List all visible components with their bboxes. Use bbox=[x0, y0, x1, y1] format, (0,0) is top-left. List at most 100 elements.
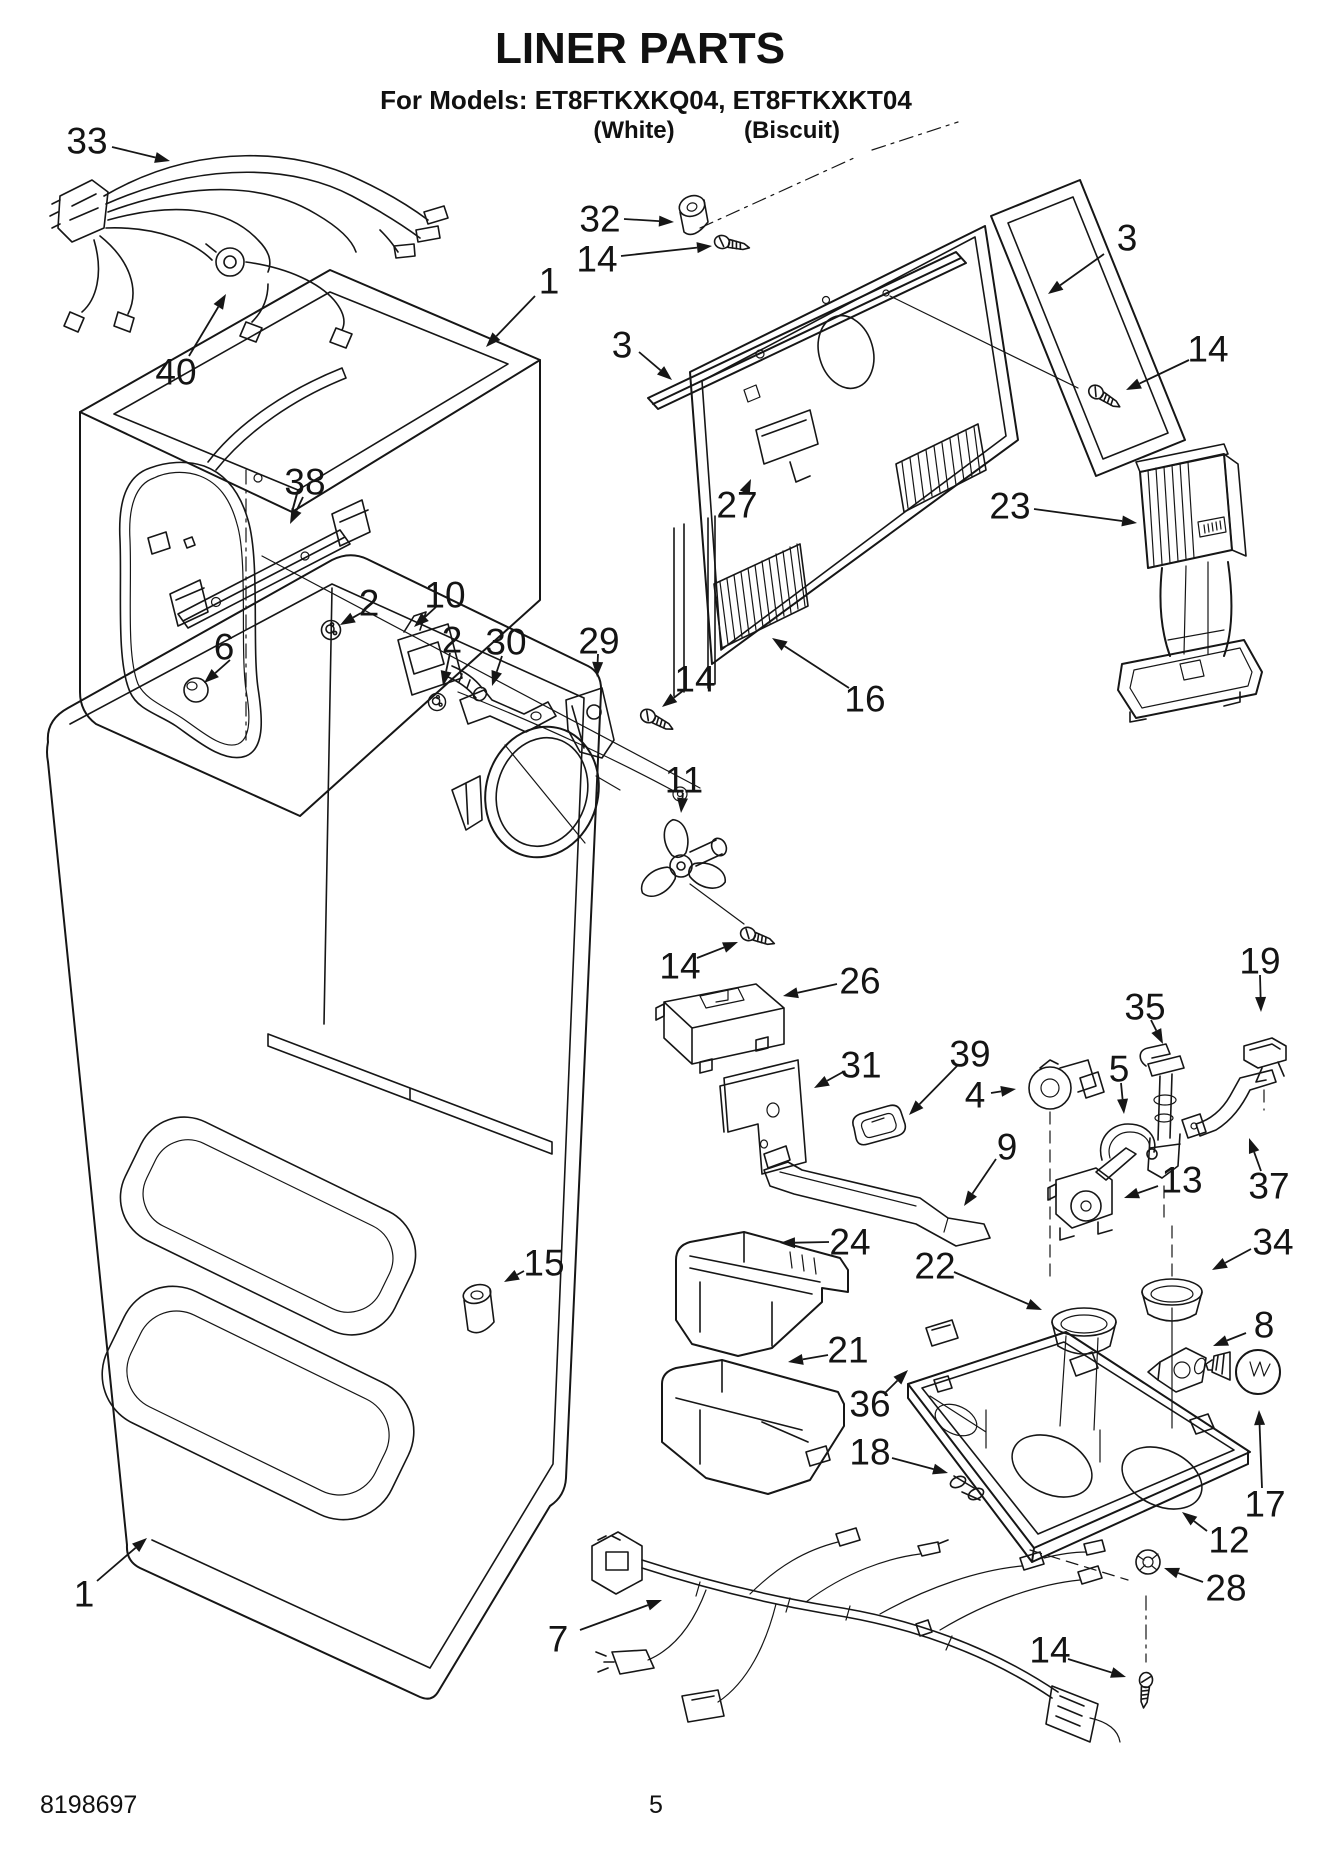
callout-arrowhead bbox=[340, 612, 356, 625]
callout-number-13: 13 bbox=[1161, 1160, 1202, 1201]
callout-leader bbox=[516, 1270, 525, 1276]
callout-number-24: 24 bbox=[829, 1222, 870, 1263]
callout-arrowhead bbox=[1026, 1299, 1042, 1310]
callout-leader bbox=[1120, 1082, 1124, 1100]
callout-number-18: 18 bbox=[849, 1432, 890, 1473]
callout-leader bbox=[188, 306, 220, 357]
callout-arrowhead bbox=[909, 1100, 924, 1115]
callout-leader bbox=[1033, 508, 1123, 522]
callout-leader bbox=[918, 1065, 958, 1105]
callout-leader bbox=[1259, 974, 1262, 998]
callout-leader bbox=[495, 655, 503, 673]
callout-arrowhead bbox=[788, 1353, 804, 1365]
callout-number-39: 39 bbox=[949, 1034, 990, 1075]
callout-arrowhead bbox=[504, 1269, 520, 1282]
callout-arrowhead bbox=[646, 1599, 662, 1611]
callout-number-2: 2 bbox=[359, 583, 380, 624]
freezer-liner-drawing bbox=[79, 269, 541, 817]
callout-number-12: 12 bbox=[1208, 1520, 1249, 1561]
callout-number-9: 9 bbox=[997, 1127, 1018, 1168]
callout-leader bbox=[214, 659, 231, 674]
callout-leader bbox=[990, 1090, 1002, 1094]
callout-arrowhead bbox=[1182, 1512, 1198, 1526]
callout-leader bbox=[802, 1354, 829, 1361]
callout-leader bbox=[424, 606, 437, 618]
callout-arrowhead bbox=[592, 661, 604, 677]
callout-arrowhead bbox=[964, 1190, 977, 1206]
callout-arrowhead bbox=[1121, 515, 1137, 527]
callout-arrowhead bbox=[739, 479, 751, 495]
callout-arrowhead bbox=[780, 1237, 796, 1249]
callout-arrowhead bbox=[1151, 1028, 1163, 1044]
callout-leader bbox=[1253, 1151, 1262, 1172]
callout-number-16: 16 bbox=[844, 679, 885, 720]
callout-number-2: 2 bbox=[442, 620, 463, 661]
callout-leader bbox=[681, 792, 684, 799]
callout-number-21: 21 bbox=[827, 1330, 868, 1371]
callout-number-5: 5 bbox=[1109, 1049, 1130, 1090]
callout-leader bbox=[620, 246, 698, 257]
callout-number-14: 14 bbox=[576, 239, 617, 280]
callout-number-3: 3 bbox=[612, 325, 633, 366]
callout-arrowhead bbox=[440, 670, 452, 686]
callout-leader bbox=[891, 1457, 934, 1470]
callout-leader bbox=[1067, 1658, 1112, 1674]
callout-number-30: 30 bbox=[485, 622, 526, 663]
callout-leader bbox=[971, 1158, 997, 1195]
callout-number-34: 34 bbox=[1252, 1222, 1293, 1263]
callout-arrowhead bbox=[486, 332, 501, 347]
callout-arrowhead bbox=[1255, 996, 1267, 1012]
callout-arrowhead bbox=[213, 294, 226, 310]
models-line: For Models: ET8FTKXKQ04, ET8FTKXKT04 bbox=[380, 85, 912, 115]
callout-number-31: 31 bbox=[840, 1045, 881, 1086]
drain-plug-drawing bbox=[462, 1283, 495, 1334]
callout-number-35: 35 bbox=[1124, 987, 1165, 1028]
callout-number-22: 22 bbox=[914, 1246, 955, 1287]
callout-number-27: 27 bbox=[716, 485, 757, 526]
callout-leader bbox=[638, 351, 662, 371]
callout-leader bbox=[883, 1379, 899, 1395]
air-duct-drawings bbox=[661, 1231, 849, 1495]
callout-number-38: 38 bbox=[284, 462, 325, 503]
callout-leader bbox=[1177, 1572, 1204, 1583]
page-number: 5 bbox=[649, 1791, 663, 1819]
callout-number-28: 28 bbox=[1205, 1568, 1246, 1609]
callout-leader bbox=[1224, 1248, 1252, 1264]
fresh-food-liner-drawing bbox=[46, 554, 603, 1700]
callout-number-10: 10 bbox=[424, 575, 465, 616]
callout-number-32: 32 bbox=[579, 199, 620, 240]
callout-leader bbox=[1150, 1019, 1158, 1031]
callout-number-15: 15 bbox=[523, 1243, 564, 1284]
light-housing-drawing bbox=[907, 1225, 1281, 1710]
callout-arrowhead bbox=[1248, 1138, 1260, 1154]
callout-number-6: 6 bbox=[214, 627, 235, 668]
callout-number-7: 7 bbox=[548, 1619, 569, 1660]
callout-arrowhead bbox=[783, 987, 799, 999]
callout-arrowhead bbox=[1124, 1187, 1140, 1199]
variant-biscuit: (Biscuit) bbox=[744, 117, 840, 144]
callout-leader bbox=[1226, 1332, 1247, 1342]
callout-arrowhead bbox=[932, 1463, 948, 1475]
callout-leader bbox=[797, 983, 838, 994]
callout-number-14: 14 bbox=[659, 946, 700, 987]
callout-arrowhead bbox=[658, 215, 674, 227]
callout-leader bbox=[953, 1271, 1029, 1305]
callout-arrowhead bbox=[893, 1370, 908, 1385]
callout-number-33: 33 bbox=[66, 121, 107, 162]
callout-number-17: 17 bbox=[1244, 1484, 1285, 1525]
top-wiring-harness-drawing bbox=[49, 154, 449, 349]
air-tower-drawing bbox=[1117, 443, 1263, 723]
callout-arrowhead bbox=[722, 942, 738, 953]
callout-arrowhead bbox=[1110, 1667, 1126, 1678]
doc-number: 8198697 bbox=[40, 1791, 137, 1819]
callout-arrowhead bbox=[1254, 1410, 1266, 1426]
callout-leader bbox=[1258, 1424, 1263, 1489]
callout-arrowhead bbox=[1126, 378, 1142, 390]
callout-number-1: 1 bbox=[539, 261, 560, 302]
callout-leader bbox=[495, 295, 536, 337]
callout-number-37: 37 bbox=[1248, 1166, 1289, 1207]
callout-number-19: 19 bbox=[1239, 941, 1280, 982]
callout-leader bbox=[579, 1604, 649, 1631]
bottom-wiring-harness-drawing bbox=[591, 1527, 1121, 1743]
